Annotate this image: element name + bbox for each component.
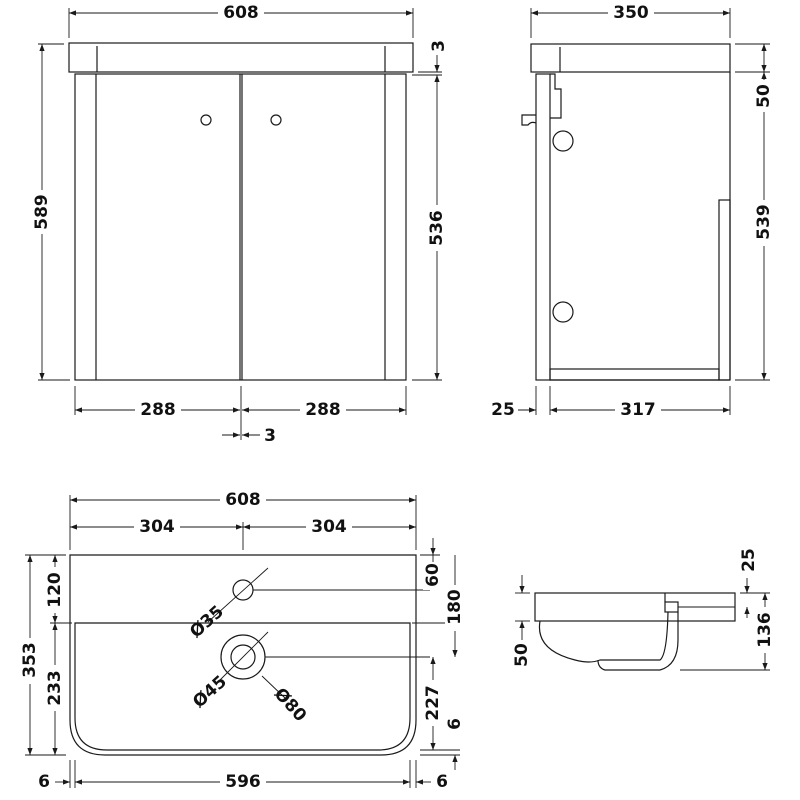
bowl-depth-label: 233 bbox=[45, 670, 65, 706]
basin-side-view: 50 25 136 bbox=[512, 548, 775, 671]
front-body-height-label: 536 bbox=[427, 210, 447, 246]
side-view: 350 50 539 25 317 bbox=[491, 3, 774, 420]
door-knob-left bbox=[200, 114, 212, 126]
tap-hole-diameter-label: Ø35 bbox=[186, 602, 228, 642]
waste-to-front-label: 227 bbox=[423, 685, 443, 721]
waste-outer-diameter-label: Ø80 bbox=[270, 684, 310, 726]
front-view: 608 589 3 536 288 288 3 bbox=[32, 3, 449, 446]
waste-diameter-label: Ø45 bbox=[189, 672, 231, 712]
door-knob-right bbox=[270, 114, 282, 126]
basin-half-right-label: 304 bbox=[311, 517, 347, 537]
side-depth-label: 350 bbox=[613, 3, 649, 23]
rim-height-label: 50 bbox=[512, 643, 532, 667]
total-height-label: 136 bbox=[755, 612, 775, 648]
waste-inner bbox=[230, 644, 256, 670]
front-gap-label: 3 bbox=[429, 40, 449, 52]
front-lip-label: 6 bbox=[445, 718, 465, 730]
tap-hole-offset-label: 60 bbox=[423, 563, 443, 587]
basin-half-left-label: 304 bbox=[139, 517, 175, 537]
basin-width-label: 608 bbox=[225, 490, 261, 510]
side-body-depth-label: 317 bbox=[620, 400, 656, 420]
basin-depth-label: 353 bbox=[20, 642, 40, 678]
door-gap-label: 3 bbox=[264, 426, 276, 446]
overflow-height-label: 25 bbox=[739, 548, 759, 572]
front-width-label: 608 bbox=[223, 3, 259, 23]
side-top-height-label: 50 bbox=[754, 84, 774, 108]
right-margin-label: 6 bbox=[436, 772, 448, 792]
inner-width-label: 596 bbox=[225, 772, 261, 792]
right-door-width-label: 288 bbox=[305, 400, 341, 420]
rear-deck-label: 120 bbox=[45, 572, 65, 608]
left-margin-label: 6 bbox=[38, 772, 50, 792]
front-height-label: 589 bbox=[32, 194, 52, 230]
basin-top-view: Ø35 Ø45 Ø80 608 304 304 353 120 233 60 1… bbox=[20, 490, 465, 792]
side-body-height-label: 539 bbox=[754, 204, 774, 240]
side-back-offset-label: 25 bbox=[491, 400, 515, 420]
waste-offset-label: 180 bbox=[445, 589, 465, 625]
left-door-width-label: 288 bbox=[140, 400, 176, 420]
